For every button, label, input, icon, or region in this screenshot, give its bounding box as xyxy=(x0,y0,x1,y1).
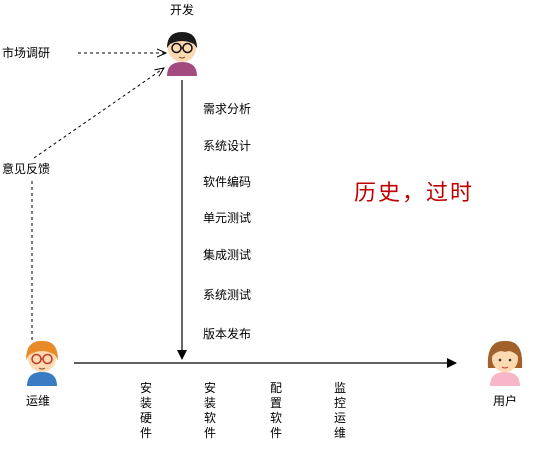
dev-step: 软件编码 xyxy=(203,175,252,189)
dev-label: 开发 xyxy=(170,3,195,17)
dev-step: 需求分析 xyxy=(203,102,252,116)
ops-step: 安装软件 xyxy=(203,381,216,440)
user-avatar xyxy=(487,340,523,386)
ops-step: 安装硬件 xyxy=(139,381,152,440)
dev-avatar xyxy=(167,32,197,76)
ops-step: 监控运维 xyxy=(333,381,346,440)
dev-step: 系统设计 xyxy=(203,139,252,153)
feedback-arrow xyxy=(33,68,164,159)
user-label: 用户 xyxy=(493,394,518,408)
market-research-label: 市场调研 xyxy=(2,46,51,60)
outdated-annotation: 历史，过时 xyxy=(354,181,475,206)
dev-step: 系统测试 xyxy=(203,288,252,302)
ops-label: 运维 xyxy=(26,394,51,408)
ops-avatar xyxy=(26,340,58,386)
feedback-label: 意见反馈 xyxy=(2,162,51,176)
dev-step: 集成测试 xyxy=(203,248,252,262)
dev-step: 单元测试 xyxy=(203,211,252,225)
ops-step: 配置软件 xyxy=(269,381,282,440)
dev-step: 版本发布 xyxy=(203,327,252,341)
